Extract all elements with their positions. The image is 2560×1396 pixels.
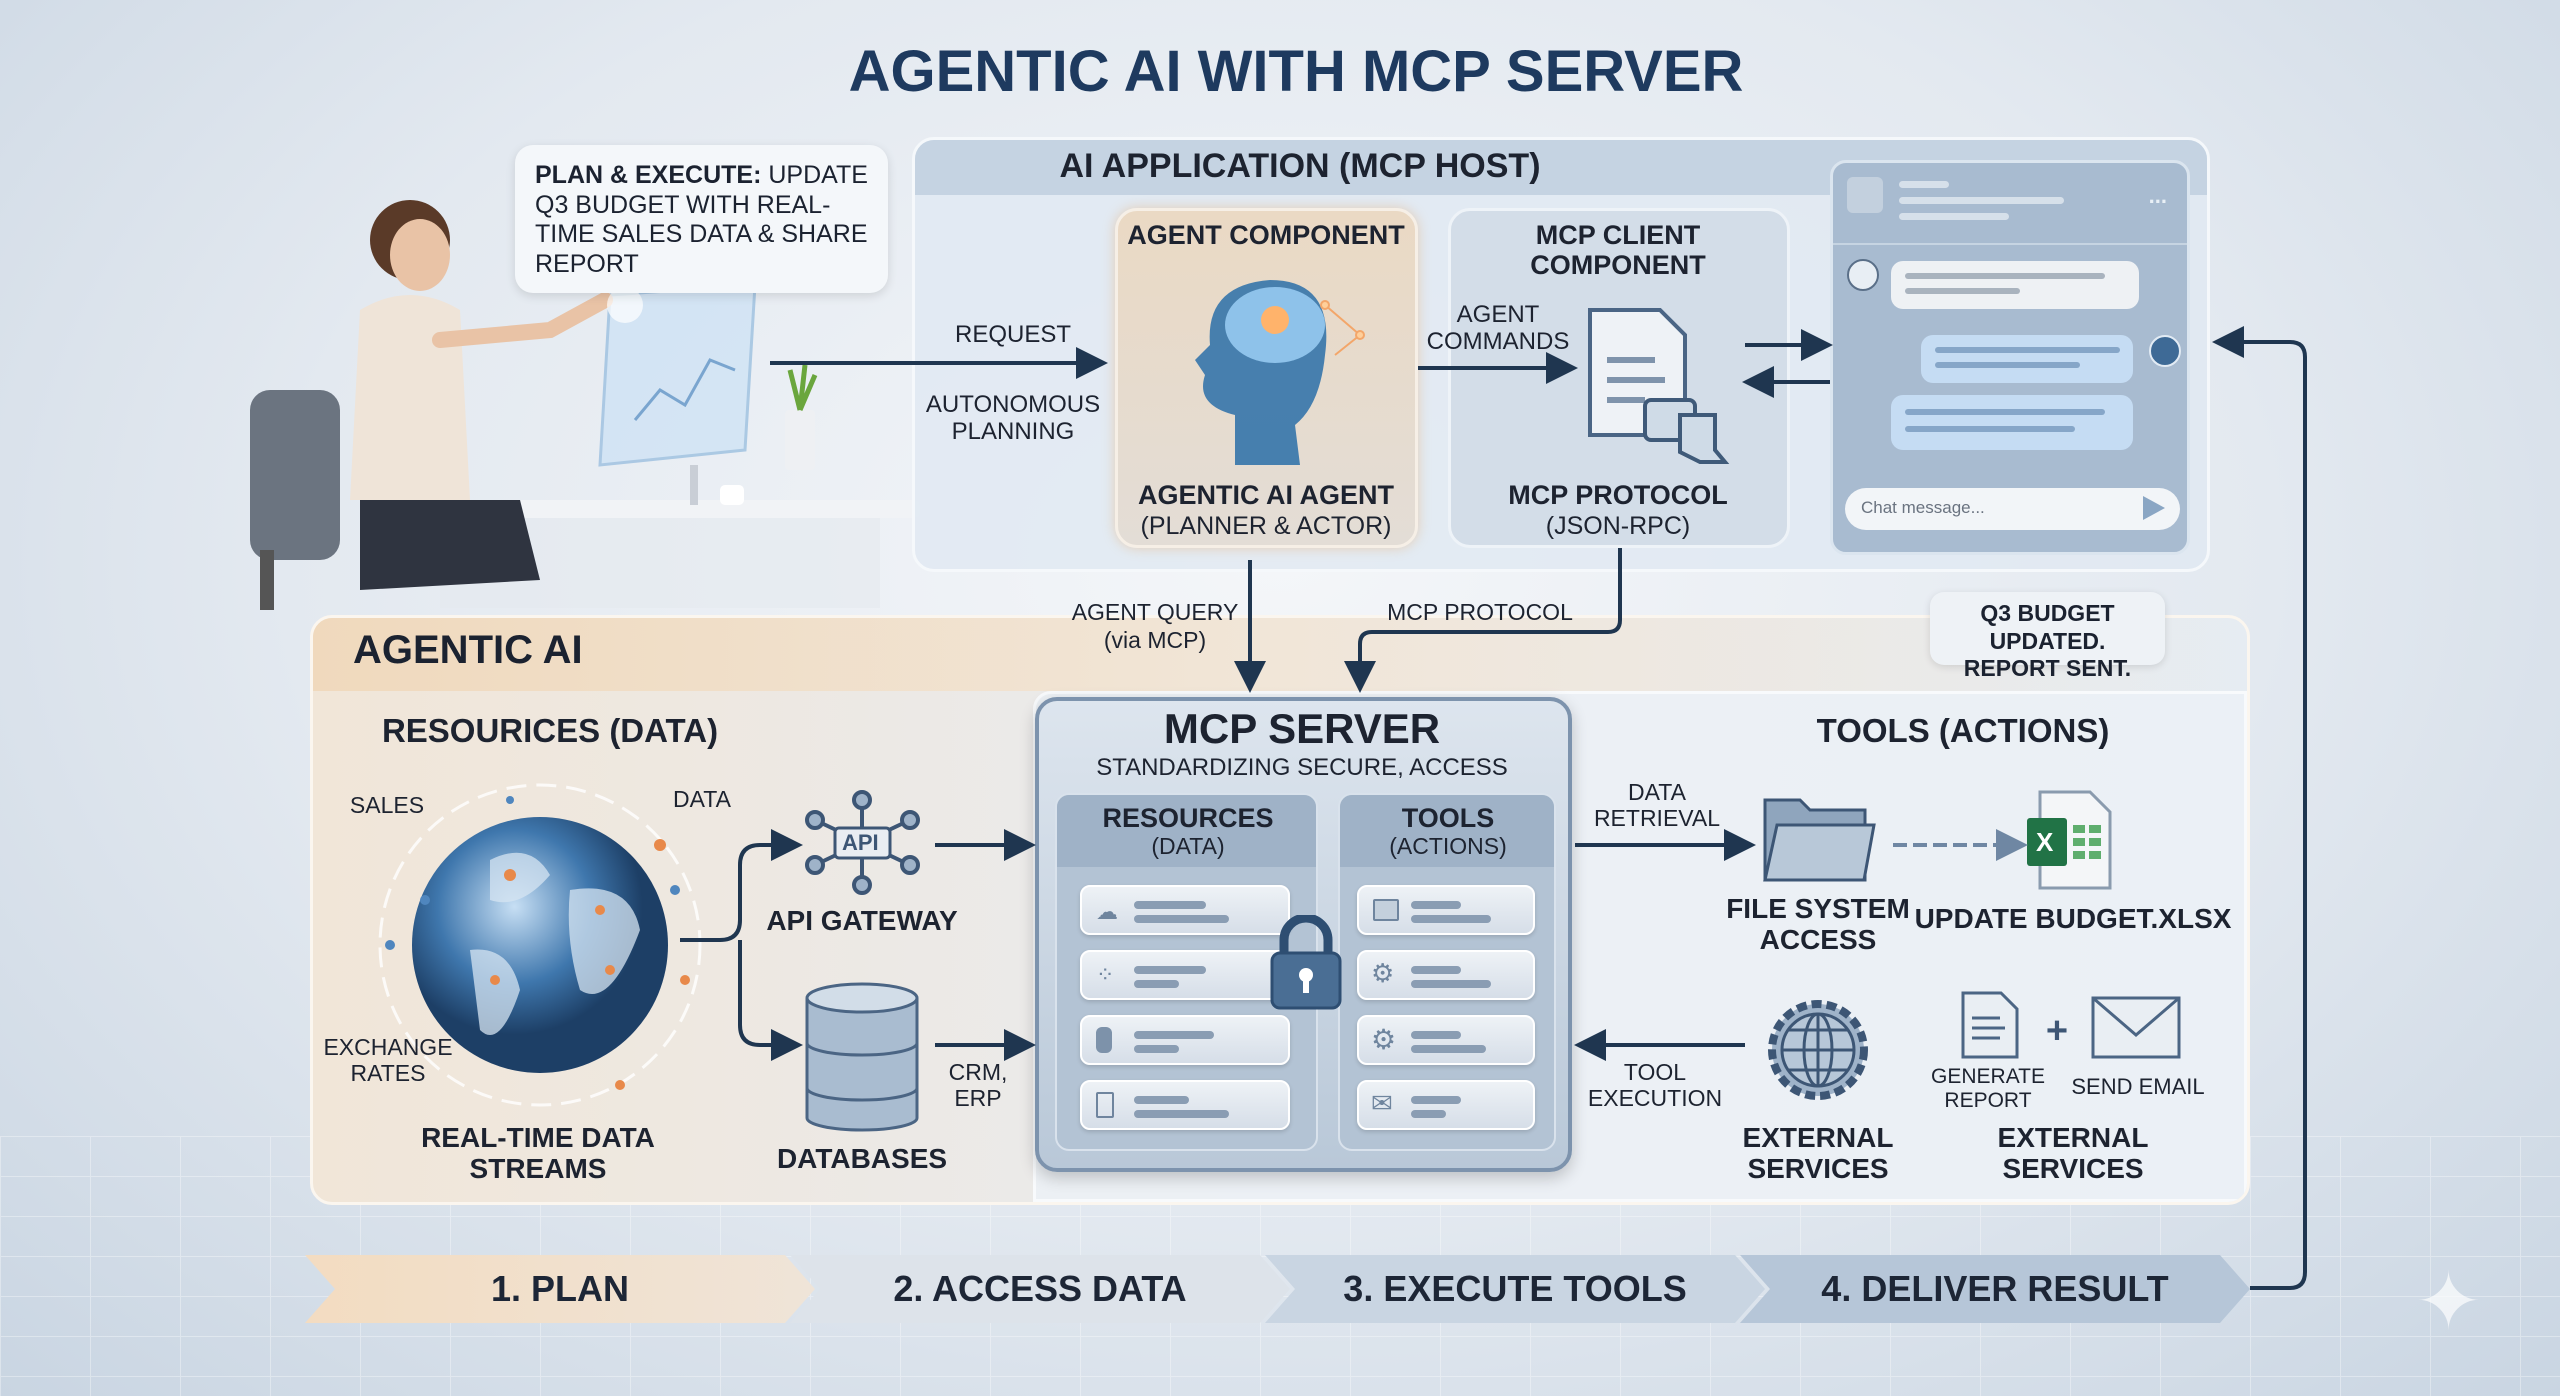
agentic-ai-title: AGENTIC AI [353,628,583,672]
step-deliver-result: 4. DELIVER RESULT [1740,1255,2250,1323]
api-gateway-label: API GATEWAY [766,905,958,936]
gear-icon: ⚙ [1371,1024,1397,1055]
chat-bubble-outgoing [1921,335,2133,383]
user-request-bubble: PLAN & EXECUTE: UPDATE Q3 BUDGET WITH RE… [515,145,888,293]
data-retrieval-label: DATA RETRIEVAL [1593,779,1721,831]
resource-row-clipboard [1080,1080,1290,1130]
report-document-icon [1960,990,2020,1065]
envelope-small-icon: ✉ [1371,1088,1393,1118]
tool-row-settings: ⚙ [1357,1015,1535,1065]
agent-role: (PLANNER & ACTOR) [1140,512,1392,540]
step-access-data-label: 2. ACCESS DATA [893,1268,1187,1309]
mcp-protocol-flow-label: MCP PROTOCOL [1387,599,1573,625]
network-icon: ⁘ [1096,962,1115,987]
result-text: Q3 BUDGET UPDATED. REPORT SENT. [1963,600,2132,682]
chat-window: ... Chat message... [1830,160,2190,555]
mcp-protocol-sub: (JSON-RPC) [1545,512,1691,540]
database-small-icon [1096,1027,1112,1053]
step-deliver-result-label: 4. DELIVER RESULT [1821,1268,2169,1309]
mcp-client-title: MCP CLIENT COMPONENT [1530,220,1706,281]
step-execute-tools-label: 3. EXECUTE TOOLS [1343,1268,1687,1309]
streams-label: REAL-TIME DATA STREAMS [421,1122,655,1185]
mcp-protocol-label: MCP PROTOCOL [1508,480,1728,510]
resources-title: RESOURICES (DATA) [381,712,719,749]
server-resources-sub: (DATA) [1151,833,1225,859]
chat-bubble-incoming [1891,261,2139,309]
external-services-label: EXTERNAL SERVICES [1742,1122,1894,1185]
generate-report-label: GENERATE REPORT [1931,1065,2045,1112]
resource-row-database [1080,1015,1290,1065]
globe-gear-icon [1762,1000,1874,1105]
request-label: REQUEST [954,321,1072,348]
envelope-icon [2090,995,2182,1065]
sales-label: SALES [349,792,425,818]
tool-execution-label: TOOL EXECUTION [1587,1059,1723,1111]
gears-icon: ⚙ [1371,958,1395,988]
databases-label: DATABASES [776,1143,948,1174]
globe-icon [370,780,710,1115]
chat-bubble-outgoing-2 [1891,395,2133,450]
page-title: AGENTIC AI WITH MCP SERVER [848,39,1744,104]
excel-glyph: X [2036,827,2054,857]
server-tools-title: TOOLS [1401,803,1495,833]
autonomous-planning-label: AUTONOMOUS PLANNING [925,391,1101,445]
tool-row-gears: ⚙ [1357,950,1535,1000]
mcp-server-title: MCP SERVER [1163,705,1441,752]
chat-message-input[interactable]: Chat message... [1845,488,2180,530]
chat-avatar-placeholder [1847,177,1883,213]
step-execute-tools: 3. EXECUTE TOOLS [1265,1255,1765,1323]
api-gateway-icon: API [800,790,925,900]
excel-file-icon: X [2025,790,2115,895]
plus-sign: + [2045,1010,2069,1052]
external-services-2-label: EXTERNAL SERVICES [1997,1122,2149,1185]
api-glyph: API [842,830,879,855]
ai-brain-head-icon [1175,265,1375,470]
cloud-icon: ☁ [1096,899,1118,924]
folder-small-icon [1373,899,1399,921]
step-plan: 1. PLAN [305,1255,815,1323]
step-access-data: 2. ACCESS DATA [790,1255,1290,1323]
clipboard-icon [1096,1092,1114,1118]
chat-placeholder: Chat message... [1861,498,1985,517]
tool-row-folder [1357,885,1535,935]
sparkle-icon: ✦ [2415,1257,2483,1346]
tools-title: TOOLS (ACTIONS) [1816,712,2110,749]
request-lead: PLAN & EXECUTE: [535,161,762,189]
lock-icon [1268,913,1344,1015]
agent-commands-label: AGENT COMMANDS [1426,301,1570,355]
update-budget-label: UPDATE BUDGET.XLSX [1914,903,2232,934]
exchange-rates-label: EXCHANGE RATES [323,1034,453,1086]
database-icon [802,978,922,1138]
result-bubble: Q3 BUDGET UPDATED. REPORT SENT. [1930,592,2165,681]
agent-avatar-icon [2149,335,2181,367]
agent-query-label: AGENT QUERY [1071,599,1239,625]
crm-erp-label: CRM, ERP [948,1059,1008,1111]
user-avatar-icon [1847,259,1879,291]
resource-row-cloud: ☁ [1080,885,1290,935]
server-tools-sub: (ACTIONS) [1389,833,1507,859]
request-text: UPDATE Q3 BUDGET WITH REAL-TIME SALES DA… [535,161,868,278]
agent-component-title: AGENT COMPONENT [1127,220,1405,250]
agent-name: AGENTIC AI AGENT [1138,480,1394,510]
document-chat-icon [1585,305,1735,470]
file-system-label: FILE SYSTEM ACCESS [1726,893,1910,956]
server-resources-title: RESOURCES [1102,803,1274,833]
resource-row-network: ⁘ [1080,950,1290,1000]
chat-more-icon[interactable]: ... [2148,183,2167,208]
mcp-server-subtitle: STANDARDIZING SECURE, ACCESS [1096,754,1508,781]
send-email-label: SEND EMAIL [2071,1074,2205,1099]
agent-query-sub: (via MCP) [1103,627,1207,653]
step-plan-label: 1. PLAN [490,1268,630,1309]
user-illustration [240,180,920,610]
folder-icon [1762,790,1877,890]
host-title: AI APPLICATION (MCP HOST) [1059,147,1541,185]
data-label: DATA [673,786,731,812]
tool-row-email: ✉ [1357,1080,1535,1130]
send-icon[interactable] [2143,496,2165,520]
